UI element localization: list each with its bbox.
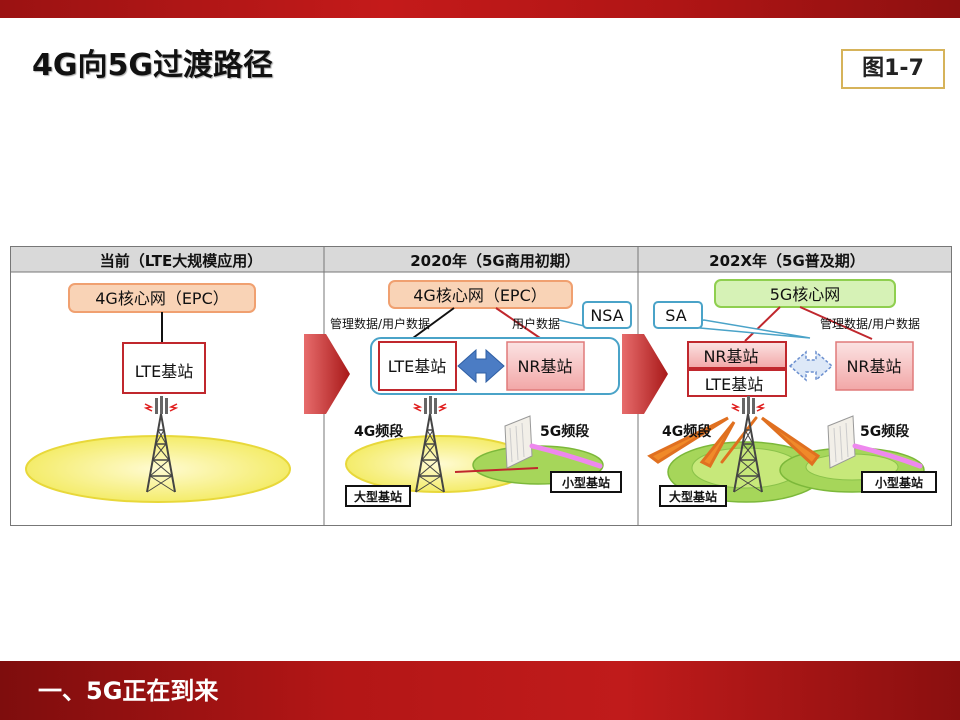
stage3-nr-station-b: [835, 341, 914, 391]
stage3-beams: [647, 416, 821, 468]
stage1-lte-label: LTE基站: [135, 362, 194, 381]
stage2-nr-station: [506, 341, 585, 391]
stage2-nsa-label: NSA: [590, 306, 623, 325]
transition-arrow-2: [622, 334, 668, 414]
stage3-macro-label: 大型基站: [669, 489, 717, 504]
top-accent-bar: [0, 0, 960, 18]
stage2-nsa-callout: [582, 301, 632, 329]
stage3-mgmt-label: 管理数据/用户数据: [820, 316, 920, 331]
stage2-lte-station: [378, 341, 457, 391]
stage1-core-label: 4G核心网（EPC）: [95, 289, 229, 308]
stage2-nr-label: NR基站: [517, 357, 572, 376]
stage2-macro-label: 大型基站: [354, 489, 402, 504]
stage2-lte-label: LTE基站: [388, 357, 447, 376]
slide-title: 4G向5G过渡路径: [32, 48, 273, 83]
stage3-nr-label-b: NR基站: [846, 357, 901, 376]
stage3-core-label: 5G核心网: [770, 285, 841, 304]
stage2-small-label: 小型基站: [562, 475, 610, 490]
stage2-small-cell-icon: [504, 415, 603, 469]
stage2-link-arrow: [457, 348, 505, 384]
stage2-mgmt-label: 管理数据/用户数据: [330, 316, 430, 331]
stage3-small-tag: [861, 471, 937, 493]
footer-bar: [0, 661, 960, 720]
stage2-small-tag: [550, 471, 622, 493]
stage3-small-cell-icon: [827, 415, 923, 469]
stage3-link-arrow: [788, 350, 834, 382]
figure-label: 图1-7: [841, 49, 945, 89]
stage3-small-label: 小型基站: [875, 475, 923, 490]
stage2-header: 2020年（5G商用初期）: [410, 252, 580, 270]
transition-diagram: 当前（LTE大规模应用） 2020年（5G商用初期） 202X年（5G普及期） …: [10, 246, 952, 526]
stage3-core-box: [714, 279, 896, 308]
footer-section-title: 一、5G正在到来: [38, 677, 219, 705]
stage3-band4g-label: 4G频段: [662, 423, 711, 440]
stage3-nr-label-a: NR基站: [703, 347, 758, 366]
stage3-band5g-label: 5G频段: [860, 423, 909, 440]
stage3-lte-station: [687, 369, 787, 397]
stage3-sa-callout: [653, 301, 703, 329]
stage2-macro-tag: [345, 485, 411, 507]
stage2-band5g-label: 5G频段: [540, 423, 589, 440]
stage2-band4g-label: 4G频段: [354, 423, 403, 440]
stage3-lte-label: LTE基站: [705, 375, 764, 394]
stage2-nsa-group: [370, 337, 620, 395]
stage3-macro-tag: [659, 485, 727, 507]
stage1-header: 当前（LTE大规模应用）: [100, 252, 263, 270]
stage2-core-box: [388, 280, 573, 309]
stage1-lte-station: [122, 342, 206, 394]
stage3-nr-station-a: [687, 341, 787, 369]
stage2-core-label: 4G核心网（EPC）: [413, 286, 547, 305]
stage3-sa-label: SA: [665, 306, 686, 325]
stage3-header: 202X年（5G普及期）: [709, 252, 865, 270]
stage2-user-label: 用户数据: [512, 316, 560, 331]
transition-arrow-1: [304, 334, 350, 414]
